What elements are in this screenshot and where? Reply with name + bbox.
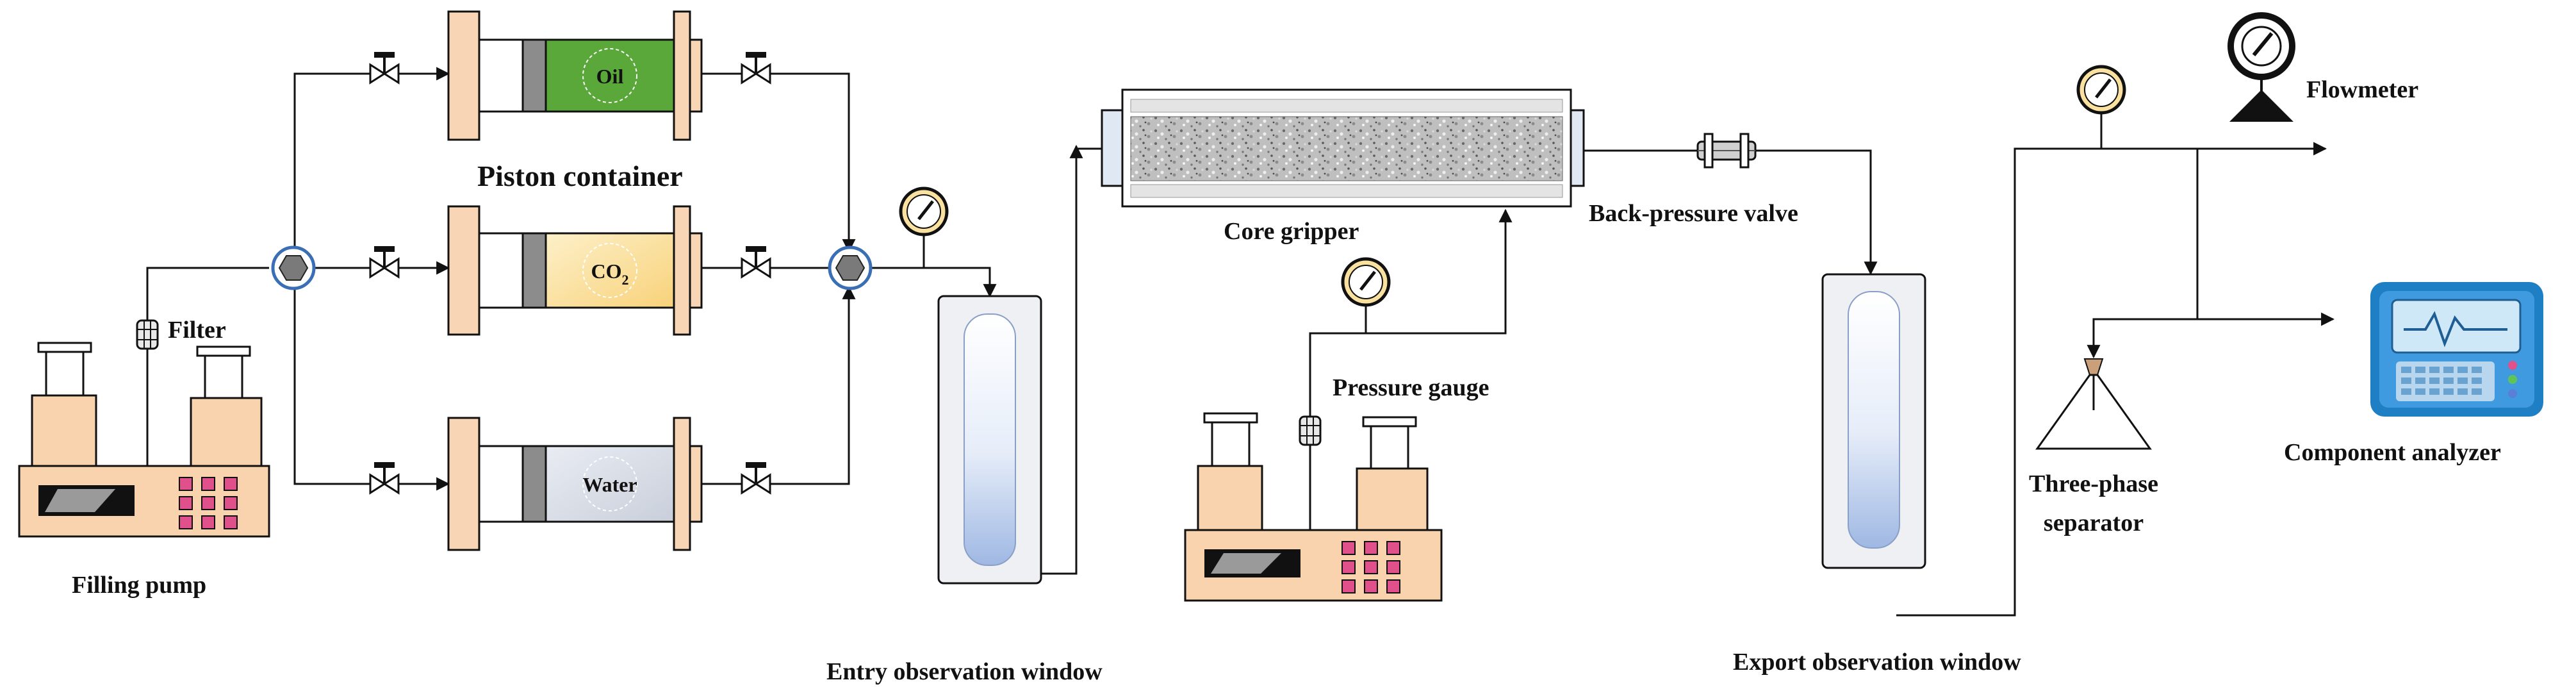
labels: Piston container Filter Filling pump Ent… [72, 76, 2501, 685]
piston-container-oil: Oil [447, 10, 703, 141]
flowmeter-label: Flowmeter [2306, 76, 2418, 103]
needle-valve-icon [741, 52, 771, 85]
svg-text:CO2: CO2 [591, 260, 629, 288]
valves [369, 52, 771, 495]
co2-subscript: 2 [622, 272, 629, 288]
flask-icon [2035, 358, 2152, 450]
co2-label: CO [591, 260, 622, 283]
filter-icon [136, 319, 159, 350]
pressure-gauge-label: Pressure gauge [1333, 374, 1489, 401]
component-analyzer-label: Component analyzer [2284, 439, 2501, 466]
oil-label: Oil [596, 65, 624, 88]
pressure-gauge-icon [899, 187, 949, 268]
entry-observation-window [937, 295, 1042, 585]
flow-arrows [436, 67, 2335, 491]
gauges [899, 65, 2126, 333]
filling-pump-label: Filling pump [72, 572, 206, 599]
needle-valve-icon [741, 246, 771, 279]
pump-icon [18, 342, 270, 538]
three-phase-separator-label-line2: separator [2044, 510, 2144, 536]
core-gripper-label: Core gripper [1224, 218, 1359, 245]
flowmeter-icon [2227, 12, 2295, 122]
piston-container-water: Water [447, 417, 703, 551]
hex-junction-icon [271, 245, 316, 290]
back-pressure-valve-icon [1696, 133, 1757, 169]
export-observation-window-label: Export observation window [1733, 649, 2021, 676]
filter-icon [1299, 415, 1322, 446]
pressure-gauge-icon [2076, 65, 2126, 149]
three-phase-separator-label-line1: Three-phase [2029, 470, 2158, 497]
back-pressure-valve-label: Back-pressure valve [1589, 200, 1798, 227]
needle-valve-icon [369, 52, 400, 85]
hex-junction-icon [828, 245, 873, 290]
core-gripper [1101, 88, 1585, 208]
needle-valve-icon [369, 246, 400, 279]
water-label: Water [582, 473, 637, 496]
pressure-gauge-icon [1341, 257, 1391, 333]
filter-label: Filter [168, 317, 226, 344]
piston-container-label: Piston container [477, 160, 683, 192]
pump-icon [1184, 412, 1443, 602]
piston-container-co2: CO2 [447, 205, 703, 336]
needle-valve-icon [369, 462, 400, 495]
monitor-icon [2370, 282, 2543, 417]
entry-observation-window-label: Entry observation window [826, 658, 1103, 685]
export-observation-window [1821, 273, 1926, 569]
needle-valve-icon [741, 462, 771, 495]
